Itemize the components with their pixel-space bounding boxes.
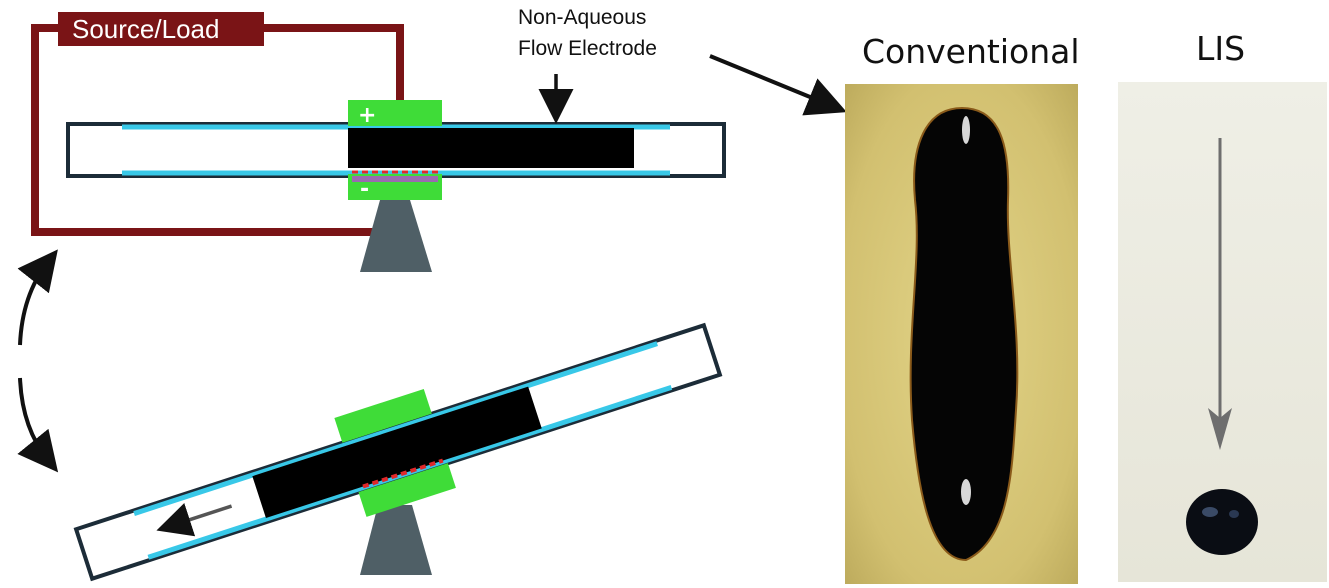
plus-sign: + bbox=[358, 103, 376, 128]
annotation-line-2: Flow Electrode bbox=[518, 37, 657, 60]
tilted-flow-fluid bbox=[252, 386, 542, 519]
tilted-device bbox=[73, 322, 723, 582]
conventional-photo bbox=[845, 84, 1078, 584]
tilted-charge-layer bbox=[362, 458, 444, 489]
horizontal-device: Source/Load + - bbox=[31, 12, 726, 272]
conventional-droplet bbox=[909, 106, 1019, 562]
positive-electrode bbox=[348, 100, 442, 126]
minus-sign: - bbox=[360, 177, 369, 202]
liquid-layer-tilted-bottom bbox=[147, 384, 673, 560]
liquid-layer-tilted-top bbox=[133, 341, 658, 516]
fulcrum-top bbox=[360, 200, 432, 272]
tilted-negative-electrode bbox=[358, 463, 456, 517]
source-load-box: Source/Load bbox=[58, 12, 264, 46]
annotation-line-1: Non-Aqueous bbox=[518, 6, 646, 29]
lis-droplet bbox=[1186, 489, 1258, 555]
left-arrow-icon bbox=[156, 503, 233, 537]
pointer-arrow-icon bbox=[709, 54, 847, 116]
conventional-title: Conventional bbox=[862, 32, 1080, 71]
tilted-positive-electrode bbox=[334, 388, 432, 443]
circuit-wire-top bbox=[262, 24, 404, 100]
source-load-label: Source/Load bbox=[72, 14, 219, 44]
lis-photo bbox=[1118, 82, 1327, 582]
fulcrum-bottom bbox=[360, 505, 432, 575]
curved-double-arrow-icon bbox=[17, 249, 59, 473]
charge-layer-purple bbox=[352, 176, 438, 182]
flow-electrode-fluid bbox=[348, 128, 634, 168]
lis-title: LIS bbox=[1196, 29, 1245, 68]
